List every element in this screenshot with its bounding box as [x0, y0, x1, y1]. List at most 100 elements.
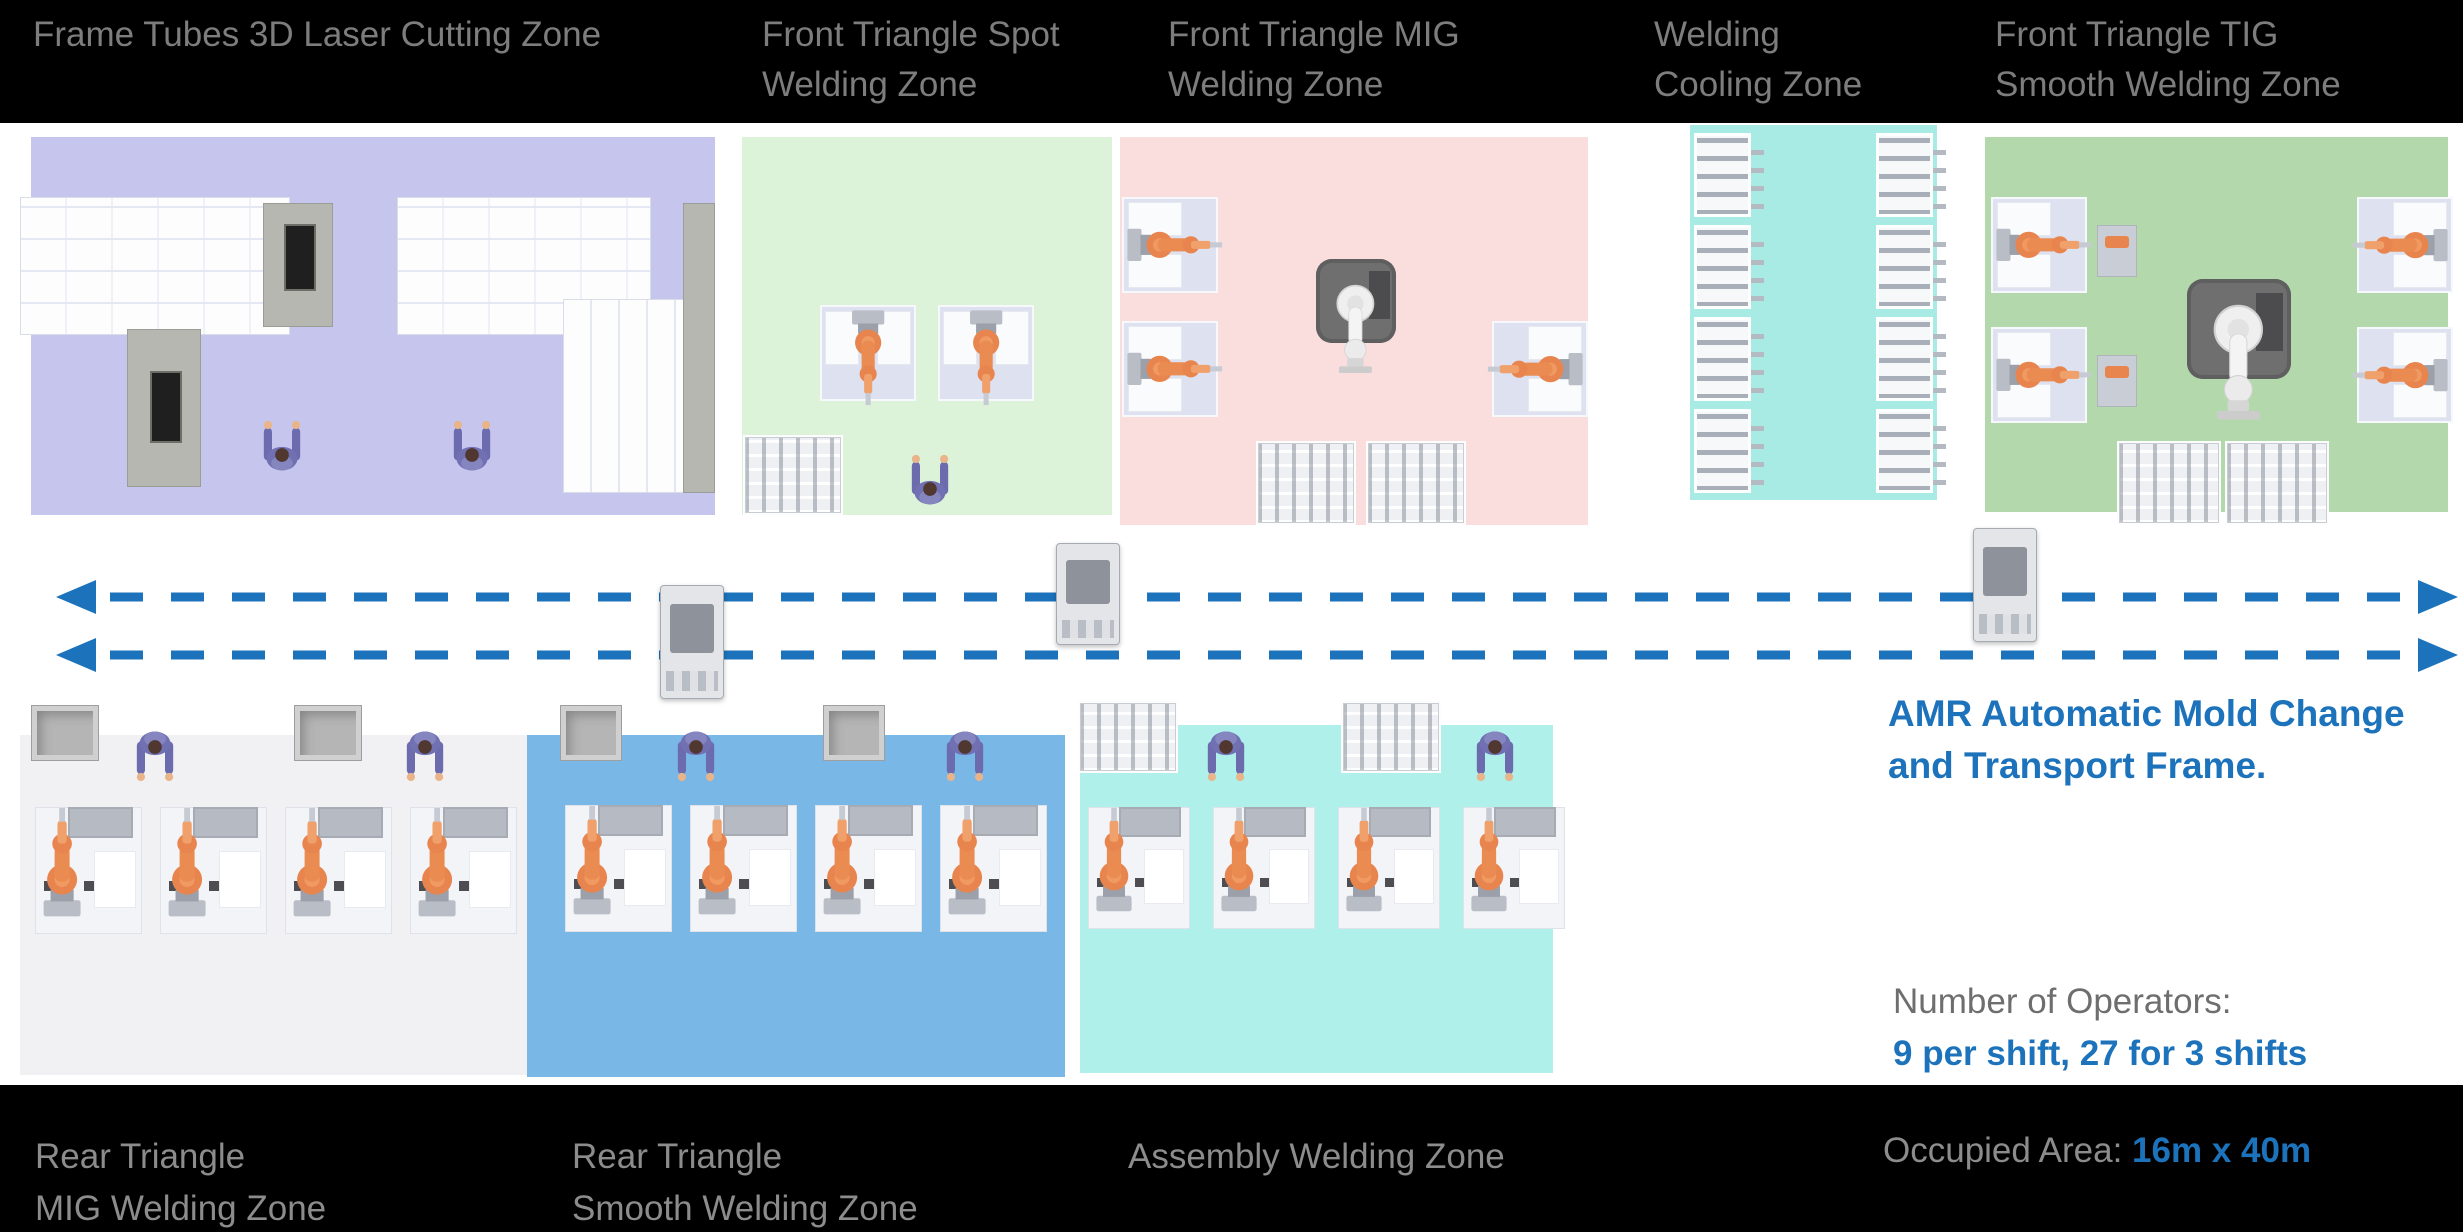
- operators-note: Number of Operators: 9 per shift, 27 for…: [1893, 976, 2307, 1080]
- robot-welding-station: [1991, 327, 2092, 423]
- label-line: Smooth Welding Zone: [1995, 65, 2341, 104]
- robot-arm-icon: [1487, 352, 1583, 386]
- white-robot-icon: [1336, 284, 1375, 375]
- worker-icon: [677, 731, 715, 782]
- laser-machine-1-cabinet: [263, 203, 333, 327]
- cooling-rack-icon: [1694, 225, 1764, 309]
- bin-icon: [31, 705, 99, 761]
- central-welding-machine: [1316, 259, 1396, 375]
- top-labels-bar: Frame Tubes 3D Laser Cutting Zone Front …: [0, 0, 2463, 123]
- fixture-rack-icon: [2227, 443, 2327, 523]
- robot-welding-station: [820, 305, 916, 406]
- robot-welding-station: [1122, 197, 1223, 293]
- bottom-labels-bar: Rear Triangle MIG Welding Zone Rear Tria…: [0, 1085, 2463, 1232]
- station-table: [1394, 848, 1434, 904]
- label-line: Frame Tubes 3D Laser Cutting Zone: [33, 15, 602, 54]
- zone-spot-welding: [742, 137, 1112, 515]
- station-table: [468, 850, 511, 908]
- occupied-area-value: 16m x 40m: [2132, 1131, 2312, 1170]
- robot-welding-station: [1213, 806, 1315, 929]
- fixture-rack-icon: [1343, 703, 1439, 771]
- label-line: Cooling Zone: [1654, 65, 1863, 104]
- robot-welding-station: [1088, 806, 1190, 929]
- fixture-rack-icon: [1258, 443, 1354, 523]
- cooling-rack-icon: [1694, 133, 1764, 217]
- fixture-rack-icon: [1368, 443, 1464, 523]
- label-line: Welding: [1654, 15, 1780, 54]
- label-line: Front Triangle TIG: [1995, 15, 2279, 54]
- cooling-rack-icon: [1876, 409, 1946, 493]
- label-line: MIG Welding Zone: [35, 1189, 327, 1228]
- fixture-rack-icon: [2119, 443, 2219, 523]
- label-line: Welding Zone: [1168, 65, 1384, 104]
- amr-note: AMR Automatic Mold Change and Transport …: [1888, 688, 2405, 792]
- arrow-left-icon: [56, 638, 96, 672]
- label-line: Welding Zone: [762, 65, 978, 104]
- robot-arm-icon: [1127, 352, 1223, 386]
- zone-welding-cooling: [1690, 125, 1946, 500]
- cooling-rack-icon: [1694, 409, 1764, 493]
- cooling-rack-icon: [1876, 225, 1946, 309]
- worker-icon: [453, 420, 491, 471]
- robot-arm-icon: [293, 807, 331, 916]
- station-gantry: [1369, 806, 1431, 837]
- robot-welding-station: [2352, 197, 2453, 293]
- robot-arm-icon: [418, 807, 456, 916]
- zone-assembly-welding: [1080, 703, 1565, 1073]
- label-line: Front Triangle Spot: [762, 15, 1060, 54]
- zone-laser-cutting: [20, 137, 715, 515]
- robot-welding-station: [690, 804, 797, 932]
- fixture-rack-icon: [1080, 703, 1176, 771]
- arrow-right-icon: [2418, 638, 2458, 672]
- station-gantry: [1119, 806, 1181, 837]
- arrow-right-icon: [2418, 580, 2458, 614]
- robot-arm-icon: [1471, 807, 1507, 912]
- zone-rear-mig-welding: [20, 705, 527, 1075]
- label-line: Assembly Welding Zone: [1128, 1137, 1505, 1176]
- amr-icon: [1973, 528, 2037, 642]
- laser-machine-2-cabinet: [683, 203, 715, 493]
- laser-machine-1-leg: [127, 329, 201, 487]
- robot-welding-station: [1463, 806, 1565, 929]
- station-table: [998, 848, 1041, 906]
- station-table: [623, 848, 666, 906]
- robot-welding-station: [2352, 327, 2453, 423]
- robot-welding-station: [1122, 321, 1223, 417]
- robot-arm-icon: [1346, 807, 1382, 912]
- robot-welding-station: [940, 804, 1047, 932]
- worker-icon: [911, 454, 949, 505]
- robot-arm-icon: [2352, 358, 2448, 392]
- robot-welding-station: [410, 806, 517, 934]
- robot-arm-icon: [2352, 228, 2448, 262]
- station-table: [93, 850, 136, 908]
- worker-icon: [946, 731, 984, 782]
- robot-welding-station: [1487, 321, 1588, 417]
- bin-icon: [823, 705, 885, 761]
- worker-icon: [136, 731, 174, 782]
- robot-arm-icon: [851, 310, 885, 406]
- station-gantry: [442, 806, 508, 838]
- station-table: [1269, 848, 1309, 904]
- robot-arm-icon: [1127, 228, 1223, 262]
- robot-arm-icon: [1221, 807, 1257, 912]
- arrow-left-icon: [56, 580, 96, 614]
- tool-stand: [2097, 355, 2137, 407]
- operators-value: 9 per shift, 27 for 3 shifts: [1893, 1034, 2308, 1073]
- label-laser-cutting-zone: Frame Tubes 3D Laser Cutting Zone: [33, 10, 601, 60]
- station-gantry: [67, 806, 133, 838]
- robot-welding-station: [565, 804, 672, 932]
- cooling-rack-icon: [1876, 317, 1946, 401]
- robot-welding-station: [160, 806, 267, 934]
- amr-icon: [660, 585, 724, 699]
- label-line: Front Triangle MIG: [1168, 15, 1460, 54]
- bin-icon: [560, 705, 622, 761]
- label-rear-smooth-zone: Rear Triangle Smooth Welding Zone: [572, 1131, 918, 1232]
- worker-icon: [1207, 731, 1245, 782]
- label-tig-welding-zone: Front Triangle TIG Smooth Welding Zone: [1995, 10, 2341, 110]
- robot-arm-icon: [43, 807, 81, 916]
- station-table: [218, 850, 261, 908]
- robot-arm-icon: [168, 807, 206, 916]
- operators-label: Number of Operators:: [1893, 982, 2232, 1021]
- machine-panel: [1368, 270, 1390, 320]
